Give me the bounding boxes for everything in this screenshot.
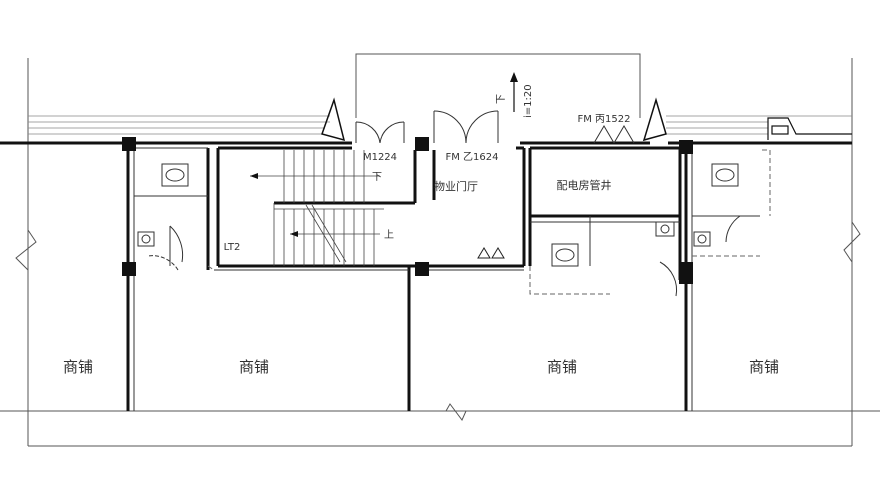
room-label-shop-4: 商铺 [749,358,779,376]
room-label-shop-2: 商铺 [239,358,269,376]
column [415,137,429,151]
ramp-arrow [510,72,518,112]
ramp-detail [767,117,852,140]
dashed-lines [207,149,771,295]
labels: 商铺 商铺 商铺 商铺 物业门厅 配电房管井 M1224 FM 乙1624 FM… [63,84,779,376]
column [122,262,136,276]
stair-tag: LT2 [224,242,241,253]
column [415,262,429,276]
column [679,262,693,284]
column [679,140,693,154]
site-outline [0,53,880,447]
room-label-shop-3: 商铺 [547,358,577,376]
toilet-icon [161,163,189,187]
fixtures [137,163,739,267]
door-tag-fm-yi: FM 乙1624 [445,151,498,163]
columns [122,137,693,284]
column [122,137,136,151]
room-label-lobby: 物业门厅 [434,179,478,193]
stair-up-label: 上 [384,229,394,241]
washbasin-icon [655,221,675,237]
arrow-up-icon [510,72,518,82]
stair-arrows [250,173,298,237]
entrance-fins [321,97,667,142]
arrow-left-icon [250,173,258,179]
ramp-slope-label: i=1:20 [523,84,534,118]
washbasin-icon [693,231,711,247]
break-lines [15,221,861,421]
door-tag-m1224: M1224 [363,152,397,163]
toilet-icon [551,243,579,267]
room-label-power-room: 配电房管井 [557,178,612,192]
room-label-shop-1: 商铺 [63,358,93,376]
stair-down-label: 下 [372,172,382,183]
toilet-icon [711,163,739,187]
stair [250,150,384,266]
fire-extinguisher-icon [477,247,505,259]
sidewalk-lines [28,115,852,135]
arrow-left-icon [290,231,298,237]
door-tag-fm-bing: FM 丙1522 [577,114,630,125]
washbasin-icon [137,231,155,247]
doors [147,110,741,297]
walls [0,141,852,411]
ramp-down-label: 下 [496,94,507,104]
